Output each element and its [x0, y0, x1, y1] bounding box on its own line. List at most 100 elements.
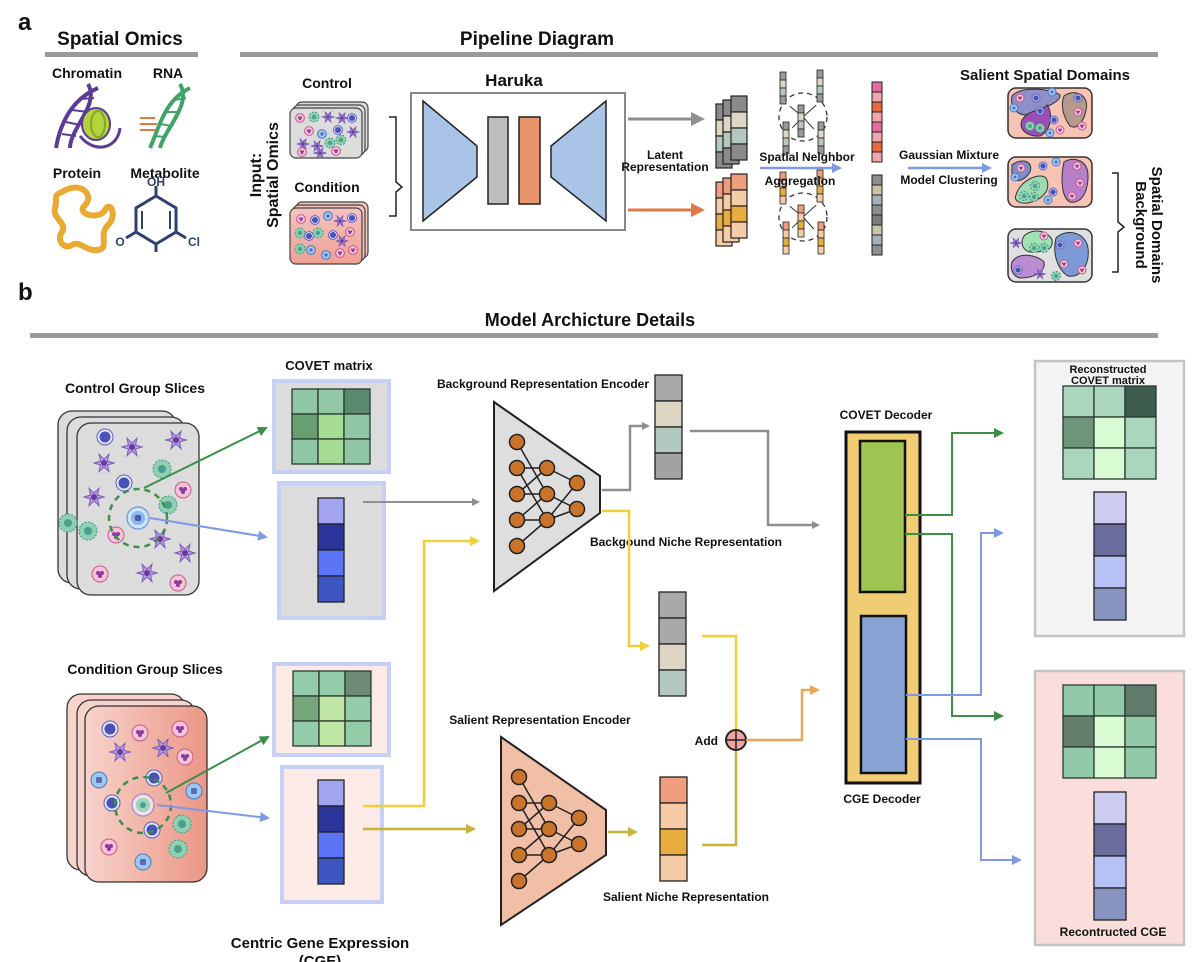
panel-a-label: a — [18, 9, 32, 36]
cell-lobe — [1059, 130, 1061, 132]
vector-cell — [797, 104, 805, 114]
cell-nucleus — [144, 570, 150, 576]
vector-cell — [730, 143, 748, 161]
architecture-header-bar — [30, 333, 1158, 338]
cell-nucleus — [326, 214, 330, 218]
haruka-decoder-shape — [550, 99, 607, 223]
matrix-cell — [1062, 746, 1095, 779]
vector-cell — [797, 204, 805, 214]
recon-cge-label: Recontructed CGE — [1060, 925, 1167, 939]
cell-nucleus — [135, 515, 141, 521]
cell-lobe — [181, 754, 185, 758]
bg-encoder-condition-output-arrow — [602, 509, 650, 651]
cell-lobe — [351, 250, 355, 253]
cell-nucleus — [348, 214, 356, 222]
svg-text:Background: Background — [1132, 181, 1149, 269]
vector-cell — [1093, 887, 1127, 921]
neutrophil-cell — [331, 146, 341, 156]
haruka-encoder-shape — [422, 99, 478, 223]
cell-lobe — [1082, 268, 1084, 271]
aggregated-vectors — [871, 81, 883, 256]
matrix-cell — [318, 720, 346, 747]
vector-cell — [797, 120, 805, 130]
cell-lobe — [1078, 110, 1080, 113]
neutrophil-cell — [304, 126, 314, 136]
cell-lobe — [299, 219, 303, 222]
vector-cell — [817, 221, 825, 231]
network-node — [508, 459, 526, 477]
cell-lobe — [340, 251, 343, 254]
cell-nucleus — [301, 142, 305, 146]
pipeline-header-bar — [240, 52, 1158, 57]
background-encoder-label: Background Representation Encoder — [437, 377, 649, 391]
cell-nucleus — [91, 494, 97, 500]
network-node — [510, 820, 528, 838]
cell-lobe — [1076, 166, 1078, 168]
network-node — [510, 846, 528, 864]
vector-cell — [871, 91, 883, 103]
cell-lobe — [116, 532, 120, 536]
background-niche-label: Backgound Niche Representation — [590, 535, 782, 549]
condition-recon-covet-matrix — [1062, 684, 1157, 779]
benzene-ring-icon: OH O Cl — [115, 175, 200, 252]
latent-label-1: Latent — [647, 148, 683, 162]
cell-lobe — [107, 847, 111, 851]
cell-lobe — [105, 844, 109, 848]
cge-to-control-recon-arrow — [906, 528, 1004, 696]
cell-lobe — [298, 118, 302, 121]
cell-lobe — [347, 230, 350, 233]
cell-nucleus — [140, 859, 146, 865]
cell-nucleus — [117, 749, 123, 755]
cge-label-1: Centric Gene Expression — [231, 935, 409, 952]
vector-cell — [317, 575, 345, 603]
cell-nucleus — [338, 219, 342, 223]
cell-lobe — [1075, 164, 1077, 167]
vector-cell — [779, 87, 787, 97]
salient-niche-to-add-line — [702, 750, 738, 847]
cell-nucleus — [164, 501, 172, 509]
cell-lobe — [1020, 96, 1022, 99]
vector-cell — [782, 145, 790, 155]
vector-cell — [816, 69, 824, 79]
network-node — [540, 846, 558, 864]
network-node — [508, 537, 526, 555]
recon-covet-label-2: COVET matrix — [1071, 375, 1146, 387]
vector-cell — [659, 776, 688, 804]
vector-cell — [817, 237, 825, 247]
cell-lobe — [1079, 183, 1081, 185]
cell-nucleus — [146, 824, 158, 836]
cell-lobe — [1021, 166, 1023, 169]
network-node — [538, 459, 556, 477]
matrix-cell — [292, 720, 320, 747]
cell-nucleus — [1057, 242, 1063, 248]
cell-nucleus — [351, 130, 355, 134]
cell-lobe — [1058, 128, 1060, 131]
network-node — [508, 433, 526, 451]
vector-cell — [817, 137, 825, 147]
vector-cell — [1093, 587, 1127, 621]
condition-cge-vector — [317, 779, 345, 885]
vector-cell — [317, 805, 345, 833]
cell-lobe — [1018, 96, 1020, 99]
condition-slice-stack — [289, 201, 369, 265]
vector-cell — [658, 643, 687, 671]
vector-cell — [1093, 491, 1127, 525]
cell-lobe — [140, 730, 144, 734]
matrix-cell — [1062, 385, 1095, 418]
covet-matrix-label: COVET matrix — [285, 358, 373, 373]
vector-cell — [654, 452, 683, 480]
vector-cell — [730, 189, 748, 207]
cell-nucleus — [348, 114, 356, 122]
matrix-cell — [1093, 746, 1126, 779]
neighbor-edge — [802, 104, 817, 118]
control-group-slice-stack — [57, 410, 200, 596]
cell-lobe — [1077, 112, 1079, 114]
cell-nucleus — [1040, 163, 1046, 169]
cell-nucleus — [174, 845, 182, 853]
vector-cell — [779, 195, 787, 205]
vector-cell — [871, 234, 883, 246]
control-cge-arrow — [149, 517, 268, 541]
cell-nucleus — [84, 527, 92, 535]
panel-a: a Spatial Omics Chromatin RNA Protein Me… — [18, 9, 1165, 283]
control-slice-stack — [289, 101, 369, 160]
